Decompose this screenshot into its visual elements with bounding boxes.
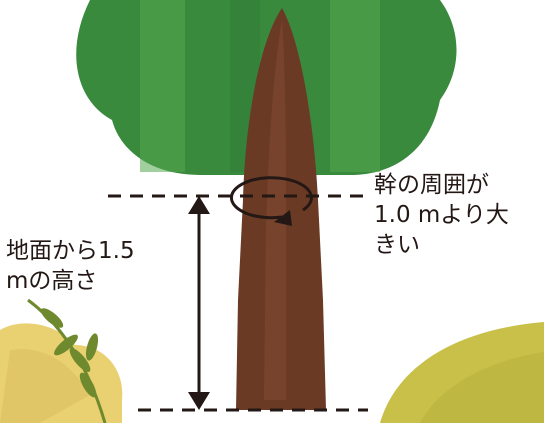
- height-label-line2: mの高さ: [6, 268, 98, 294]
- trunk-girth-label-line1: 幹の周囲が: [374, 172, 489, 198]
- trunk-girth-label-line3: きい: [374, 232, 420, 258]
- trunk-girth-label: 幹の周囲が 1.0 mより大 きい: [374, 170, 544, 260]
- height-label-line1: 地面から1.5: [6, 238, 135, 264]
- height-arrow: [188, 196, 210, 410]
- right-bush: [380, 322, 544, 423]
- left-bush: [0, 323, 123, 423]
- leafy-branch: [27, 298, 107, 424]
- tree-trunk: [236, 8, 326, 410]
- trunk-girth-label-line2: 1.0 mより大: [374, 202, 509, 228]
- height-label: 地面から1.5 mの高さ: [6, 236, 186, 296]
- girth-circle-arrow: [229, 176, 313, 226]
